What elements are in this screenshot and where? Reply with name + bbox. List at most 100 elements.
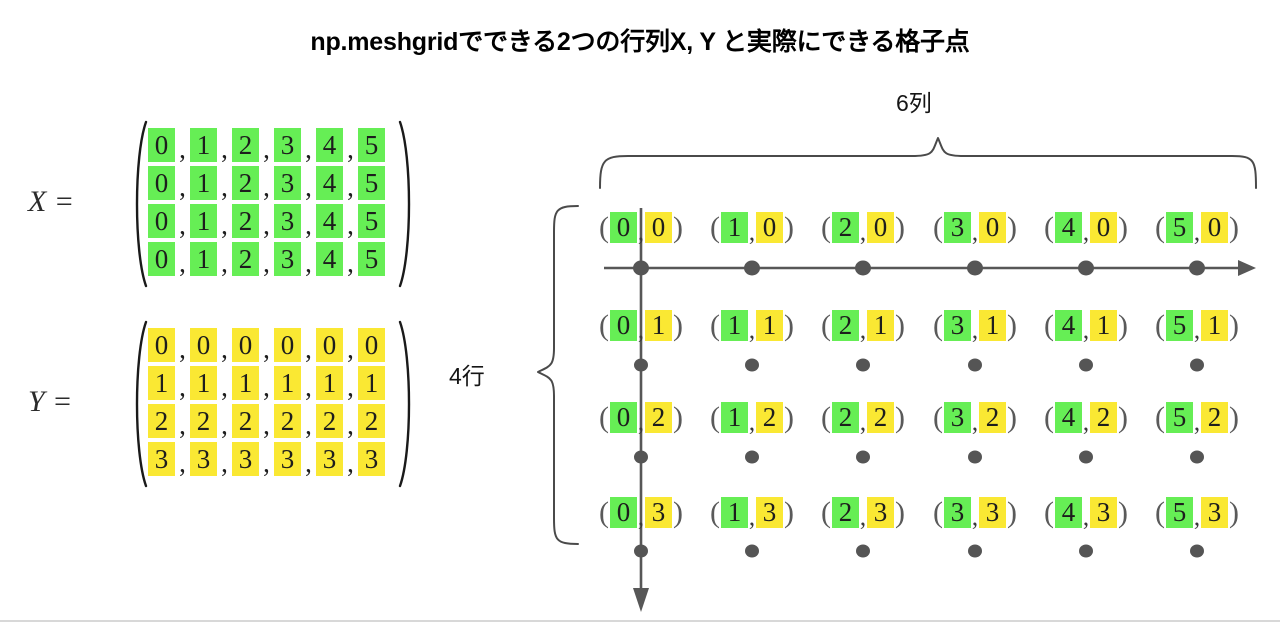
- matrix-cell: 4: [316, 128, 343, 162]
- matrix-x-right-paren: [396, 118, 418, 290]
- matrix-cell: 0: [148, 204, 175, 238]
- open-paren: (: [933, 496, 943, 529]
- matrix-comma: ,: [221, 410, 228, 440]
- close-paren: ): [895, 496, 905, 529]
- grid-point: (2,0): [820, 211, 906, 246]
- grid-comma: ,: [1193, 219, 1201, 246]
- grid-point-x: 2: [832, 402, 859, 433]
- close-paren: ): [1118, 309, 1128, 342]
- grid-point-x: 5: [1166, 402, 1193, 433]
- grid-point-x: 4: [1055, 402, 1082, 433]
- grid-point-x: 3: [944, 402, 971, 433]
- grid-point-x: 0: [610, 212, 637, 243]
- matrix-comma: ,: [179, 172, 186, 202]
- matrix-cell: 2: [232, 128, 259, 162]
- open-paren: (: [933, 401, 943, 434]
- grid-comma: ,: [1082, 219, 1090, 246]
- matrix-x-left-paren: [128, 118, 150, 290]
- matrix-cell: 2: [358, 404, 385, 438]
- matrix-cell: 5: [358, 242, 385, 276]
- grid-point-x: 4: [1055, 497, 1082, 528]
- close-paren: ): [784, 211, 794, 244]
- grid-point: (3,0): [932, 211, 1018, 246]
- grid-point-y: 3: [867, 497, 894, 528]
- matrix-comma: ,: [221, 448, 228, 478]
- columns-count-label: 6列: [896, 90, 932, 116]
- open-paren: (: [933, 309, 943, 342]
- grid-comma: ,: [971, 317, 979, 344]
- close-paren: ): [1229, 211, 1239, 244]
- grid-point-y: 1: [1201, 310, 1228, 341]
- matrix-cell: 0: [148, 328, 175, 362]
- open-paren: (: [599, 496, 609, 529]
- grid-point: (0,1): [598, 309, 684, 344]
- grid-point-y: 3: [756, 497, 783, 528]
- grid-point: (1,1): [709, 310, 795, 344]
- grid-point-x: 4: [1055, 310, 1082, 341]
- grid-comma: ,: [1193, 504, 1201, 531]
- open-paren: (: [1044, 496, 1054, 529]
- grid-point: (0,0): [598, 211, 684, 246]
- grid-point-y: 2: [867, 402, 894, 433]
- matrix-cell: 0: [148, 242, 175, 276]
- close-paren: ): [1229, 496, 1239, 529]
- matrix-cell: 0: [190, 328, 217, 362]
- close-paren: ): [1118, 401, 1128, 434]
- grid-point-y: 1: [756, 310, 783, 341]
- close-paren: ): [895, 211, 905, 244]
- open-paren: (: [710, 401, 720, 434]
- matrix-comma: ,: [179, 210, 186, 240]
- matrix-cell: 2: [232, 242, 259, 276]
- matrix-y-body: 0, 0, 0, 0, 0, 0 1, 1, 1, 1, 1, 1 2, 2, …: [148, 328, 385, 480]
- grid-point-y: 2: [645, 402, 672, 433]
- grid-point-x: 1: [721, 402, 748, 433]
- open-paren: (: [1155, 496, 1165, 529]
- grid-comma: ,: [859, 317, 867, 344]
- close-paren: ): [673, 211, 683, 244]
- grid-comma: ,: [859, 504, 867, 531]
- grid-point: (3,1): [932, 309, 1018, 344]
- grid-comma: ,: [1082, 504, 1090, 531]
- close-paren: ): [1007, 211, 1017, 244]
- matrix-cell: 1: [190, 166, 217, 200]
- grid-comma: ,: [1082, 409, 1090, 436]
- matrix-comma: ,: [221, 134, 228, 164]
- matrix-y-left-paren: [128, 318, 150, 490]
- grid-comma: ,: [1193, 317, 1201, 344]
- matrix-comma: ,: [347, 372, 354, 402]
- close-paren: ): [673, 401, 683, 434]
- matrix-comma: ,: [305, 334, 312, 364]
- matrix-row: 0, 0, 0, 0, 0, 0: [148, 328, 385, 366]
- matrix-cell: 3: [274, 166, 301, 200]
- matrix-comma: ,: [347, 334, 354, 364]
- matrix-comma: ,: [221, 248, 228, 278]
- matrix-cell: 3: [274, 442, 301, 476]
- close-paren: ): [673, 496, 683, 529]
- grid-point-y: 2: [1090, 402, 1117, 433]
- rows-brace: [537, 205, 579, 545]
- grid-comma: ,: [748, 219, 756, 246]
- matrix-comma: ,: [179, 334, 186, 364]
- close-paren: ): [1007, 496, 1017, 529]
- matrix-comma: ,: [347, 210, 354, 240]
- matrix-cell: 4: [316, 204, 343, 238]
- open-paren: (: [933, 211, 943, 244]
- matrix-y-right-paren: [396, 318, 418, 490]
- matrix-row: 0, 1, 2, 3, 4, 5: [148, 166, 385, 204]
- grid-comma: ,: [1193, 409, 1201, 436]
- matrix-comma: ,: [305, 210, 312, 240]
- rows-count-label: 4行: [449, 363, 485, 389]
- grid-point-y: 3: [645, 497, 672, 528]
- matrix-cell: 4: [316, 166, 343, 200]
- matrix-cell: 2: [232, 166, 259, 200]
- close-paren: ): [673, 309, 683, 342]
- matrix-comma: ,: [263, 448, 270, 478]
- close-paren: ): [1118, 496, 1128, 529]
- matrix-cell: 0: [148, 166, 175, 200]
- close-paren: ): [1229, 309, 1239, 342]
- open-paren: (: [599, 401, 609, 434]
- matrix-comma: ,: [263, 172, 270, 202]
- grid-comma: ,: [637, 219, 645, 246]
- matrix-cell: 1: [190, 366, 217, 400]
